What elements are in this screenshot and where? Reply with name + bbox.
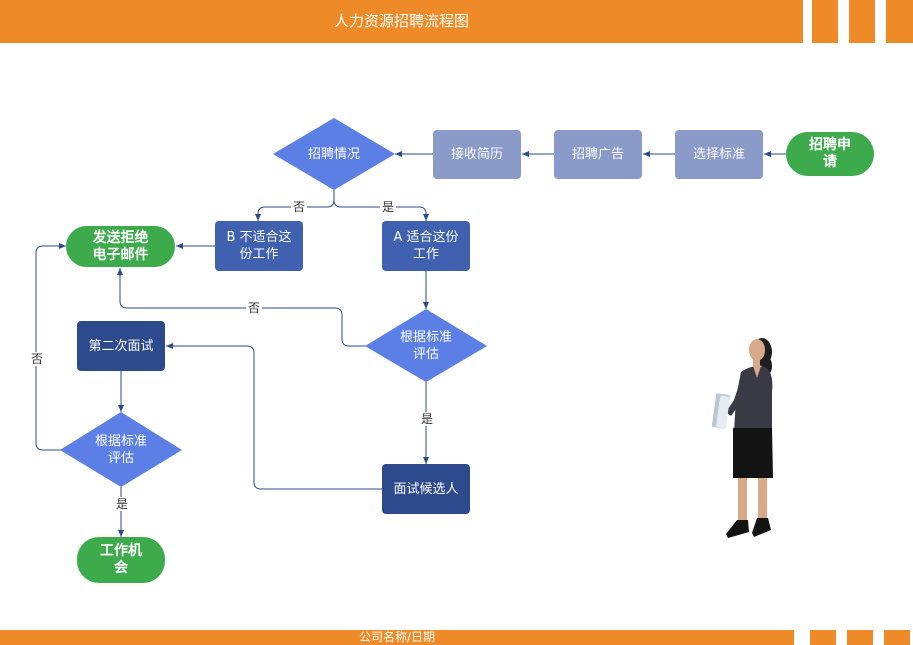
edge-label-no: 否	[29, 352, 46, 366]
node-recruitment-request: 招聘申请	[786, 132, 874, 176]
node-recruitment-ad: 招聘广告	[554, 130, 642, 179]
decision-diamond-eval1	[365, 309, 487, 382]
edge-eval1-reject	[117, 268, 366, 347]
decision-diamond-situation	[273, 118, 395, 190]
edge-label-yes: 是	[419, 412, 436, 426]
edge-label-no: 否	[291, 200, 308, 214]
node-evaluate-by-criteria-2: 根据标准评估	[94, 434, 147, 466]
edge-label-yes: 是	[114, 497, 131, 511]
node-fit-for-job: A 适合这份工作	[382, 221, 470, 271]
footer-accent-block	[847, 630, 873, 645]
edge-label-no: 否	[246, 301, 263, 315]
header-accent-block	[812, 0, 838, 43]
page-title: 人力资源招聘流程图	[333, 12, 469, 30]
node-interview-candidate: 面试候选人	[382, 464, 470, 514]
node-recruitment-situation: 招聘情况	[307, 146, 360, 162]
edge-eval2-reject	[35, 243, 66, 451]
node-receive-resume: 接收简历	[433, 130, 521, 179]
node-selection-criteria: 选择标准	[675, 130, 763, 179]
node-send-rejection-email: 发送拒绝电子邮件	[66, 226, 175, 267]
edge-candidate-second	[166, 343, 382, 490]
decision-diamond-eval2	[60, 412, 182, 487]
header-band	[0, 0, 803, 43]
node-second-interview: 第二次面试	[77, 321, 165, 371]
footer-accent-block	[810, 630, 836, 645]
footer-accent-block	[884, 630, 910, 645]
footer-text: 公司名称/日期	[358, 630, 436, 644]
node-evaluate-by-criteria-1: 根据标准评估	[399, 330, 452, 362]
node-job-offer: 工作机会	[77, 537, 165, 583]
header-accent-block	[849, 0, 875, 43]
header-accent-block	[886, 0, 913, 43]
businesswoman-illustration	[711, 338, 773, 538]
node-unfit-for-job: B 不适合这份工作	[215, 221, 303, 271]
edge-label-yes: 是	[380, 200, 397, 214]
footer-band	[0, 630, 794, 645]
